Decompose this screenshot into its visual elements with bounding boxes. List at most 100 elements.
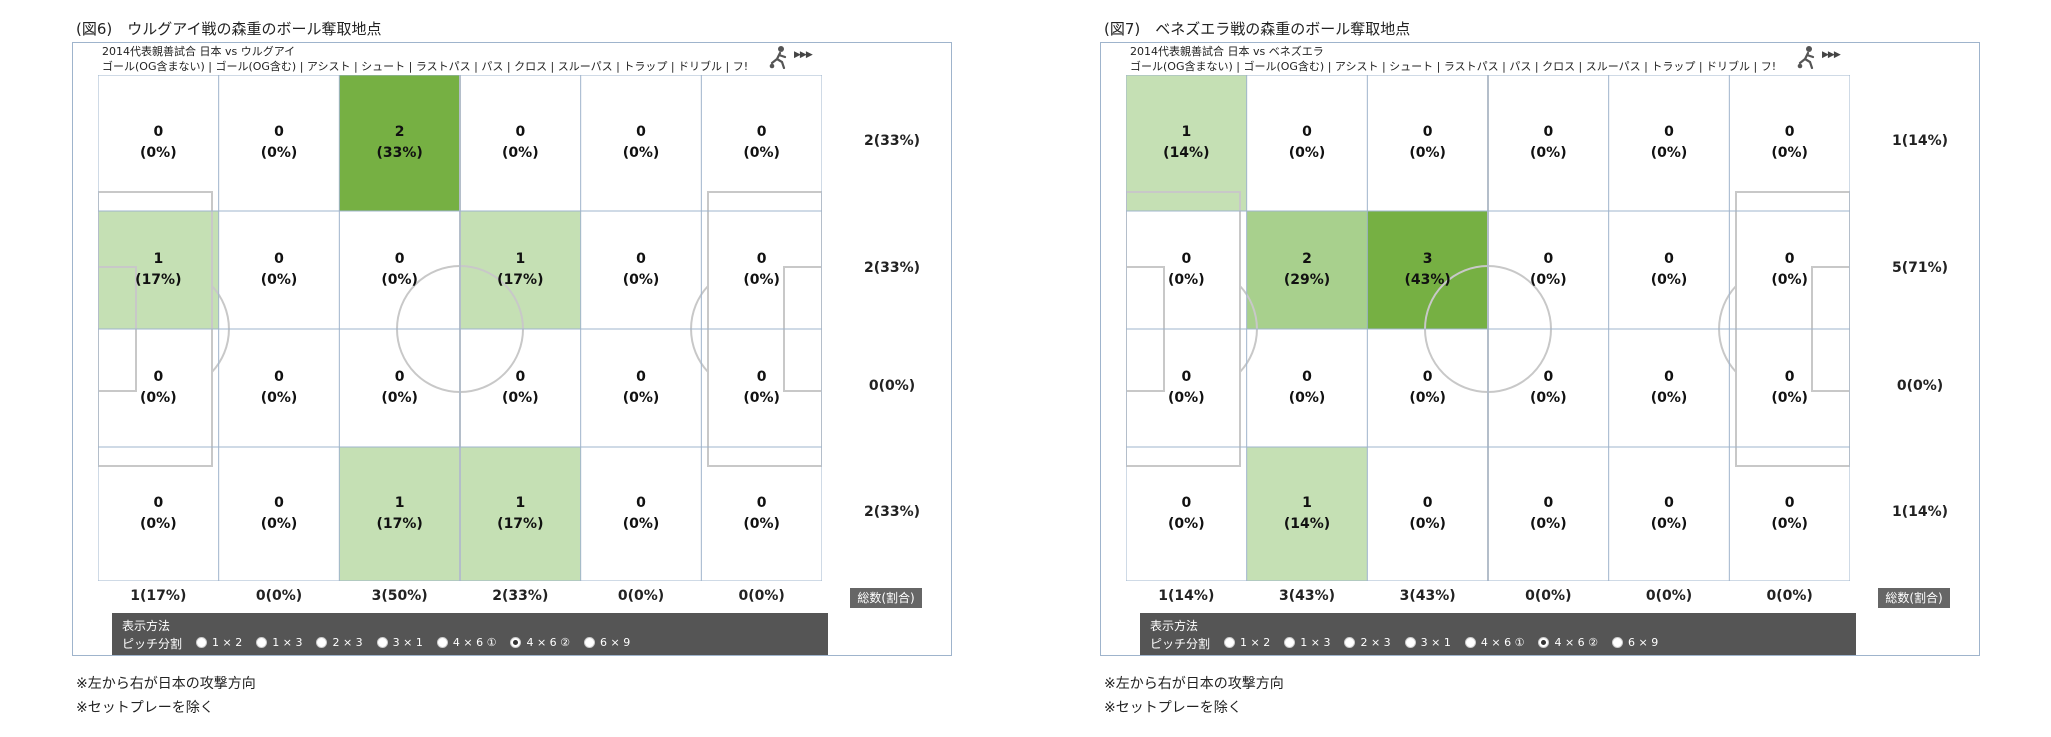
split-option[interactable]: 4 × 6 ① [436,636,496,649]
split-option[interactable]: 3 × 1 [376,636,423,649]
split-option[interactable]: 4 × 6 ② [510,636,570,649]
heat-cell-r0-c0 [1126,75,1247,211]
radio-icon[interactable] [1224,637,1236,648]
cell-value: 0(0%) [1771,369,1808,406]
split-option[interactable]: 6 × 9 [1612,636,1658,649]
heat-cell-r2-c4 [1608,329,1730,447]
heat-cell-r2-c0 [98,329,219,447]
heat-cell-r3-c5 [701,447,822,581]
cell-value: 0(0%) [1771,251,1808,288]
radio-icon[interactable] [376,637,388,648]
heat-cell-r0-c5 [1729,75,1850,211]
next-arrows-icon[interactable]: ▶▶▶ [1822,50,1841,60]
split-option[interactable]: 2 × 3 [1344,636,1391,649]
total-badge: 総数(割合) [850,588,922,608]
cell-value: 0(0%) [140,124,177,161]
col-total: 0(0%) [617,588,665,604]
heat-cell-r3-c5 [1729,447,1850,581]
heat-cell-r3-c0 [98,447,219,581]
radio-icon[interactable] [510,637,522,648]
radio-icon[interactable] [1464,637,1476,648]
row-total: 1(14%) [1891,133,1949,149]
cell-value: 0(0%) [1650,495,1688,532]
cell-value: 0(0%) [1288,369,1326,406]
cell-value: 0(0%) [622,124,660,161]
split-option[interactable]: 1 × 3 [1284,636,1330,649]
radio-icon[interactable] [584,637,596,648]
note-setplay: ※セットプレーを除く [76,700,214,716]
split-option[interactable]: 4 × 6 ② [1538,636,1598,649]
heat-cell-r0-c1 [1246,75,1368,211]
heat-cell-r3-c3 [1488,447,1609,581]
cell-value: 1(17%) [497,495,544,532]
heat-cell-r0-c2 [339,75,460,211]
radio-icon[interactable] [196,637,208,648]
radio-icon[interactable] [1612,637,1624,648]
split-option[interactable]: 2 × 3 [316,636,363,649]
col-total: 0(0%) [1645,588,1693,604]
pitch-svg [98,75,822,581]
cell-value: 0(0%) [1168,251,1205,288]
split-option[interactable]: 3 × 1 [1404,636,1451,649]
pitch-heatmap: 0(0%) 0(0%) 2(33%) 0(0%) 0(0%) 0(0%) 1(17%) 0(0… [98,75,822,581]
heat-cell-r0-c2 [1367,75,1488,211]
cell-value: 1(17%) [497,251,544,288]
radio-icon[interactable] [1538,637,1550,648]
cell-value: 2(29%) [1283,251,1331,288]
next-arrows-icon[interactable]: ▶▶▶ [794,50,813,60]
split-option-label: 1 × 2 [212,636,243,649]
radio-icon[interactable] [1344,637,1356,648]
heat-cell-r1-c1 [218,211,340,329]
cell-value: 2(33%) [376,124,423,161]
cell-value: 0(0%) [1168,495,1205,532]
split-option-label: 2 × 3 [1360,636,1391,649]
col-total: 0(0%) [255,588,303,604]
cell-value: 0(0%) [381,369,418,406]
split-label: ピッチ分割 [122,637,183,651]
radio-icon[interactable] [256,637,268,648]
split-option-label: 2 × 3 [332,636,363,649]
match-title: 2014代表親善試合 日本 vs ウルグアイ [102,45,296,58]
split-option[interactable]: 1 × 3 [256,636,302,649]
stat-type-menu[interactable]: ゴール(OG含まない) | ゴール(OG含む) | アシスト | シュート | … [1130,60,1777,73]
split-option[interactable]: 6 × 9 [584,636,630,649]
total-badge: 総数(割合) [1878,588,1950,608]
cell-value: 1(17%) [135,251,182,288]
cell-value: 0(0%) [1771,124,1808,161]
split-option-label: 1 × 2 [1240,636,1271,649]
cell-value: 0(0%) [622,369,660,406]
row-total: 1(14%) [1891,504,1949,520]
heat-cell-r1-c5 [1729,211,1850,329]
row-total: 0(0%) [868,378,916,394]
heat-cell-r1-c0 [98,211,219,329]
cell-value: 0(0%) [1650,369,1688,406]
split-option[interactable]: 1 × 2 [1224,636,1270,649]
split-option-label: 6 × 9 [600,636,631,649]
heat-cell-r3-c4 [580,447,702,581]
col-total: 3(43%) [1399,588,1456,604]
heat-cell-r0-c0 [98,75,219,211]
split-options: ピッチ分割 1 × 2 1 × 3 2 × 3 3 × 1 4 × 6 ① 4 × 6 ②… [122,635,630,652]
heat-cell-r0-c3 [1488,75,1609,211]
split-option[interactable]: 1 × 2 [196,636,242,649]
split-radio-group[interactable]: 1 × 2 1 × 3 2 × 3 3 × 1 4 × 6 ① 4 × 6 ② 6 × 9 [1210,636,1658,651]
split-option[interactable]: 4 × 6 ① [1464,636,1524,649]
radio-icon[interactable] [316,637,328,648]
radio-icon[interactable] [1284,637,1296,648]
cell-value: 0(0%) [502,124,539,161]
figure-title: (図7) ベネズエラ戦の森重のボール奪取地点 [1104,20,1411,38]
split-option-label: 4 × 6 ② [526,636,571,649]
split-option-label: 3 × 1 [1420,636,1451,649]
cell-value: 0(0%) [743,495,780,532]
split-radio-group[interactable]: 1 × 2 1 × 3 2 × 3 3 × 1 4 × 6 ① 4 × 6 ② 6 × 9 [182,636,630,651]
radio-icon[interactable] [436,637,448,648]
cell-value: 0(0%) [260,124,298,161]
heat-cell-r3-c3 [460,447,581,581]
heat-cell-r2-c1 [218,329,340,447]
radio-icon[interactable] [1404,637,1416,648]
note-setplay: ※セットプレーを除く [1104,700,1242,716]
stat-type-menu[interactable]: ゴール(OG含まない) | ゴール(OG含む) | アシスト | シュート | … [102,60,749,73]
figure-title: (図6) ウルグアイ戦の森重のボール奪取地点 [76,20,382,38]
